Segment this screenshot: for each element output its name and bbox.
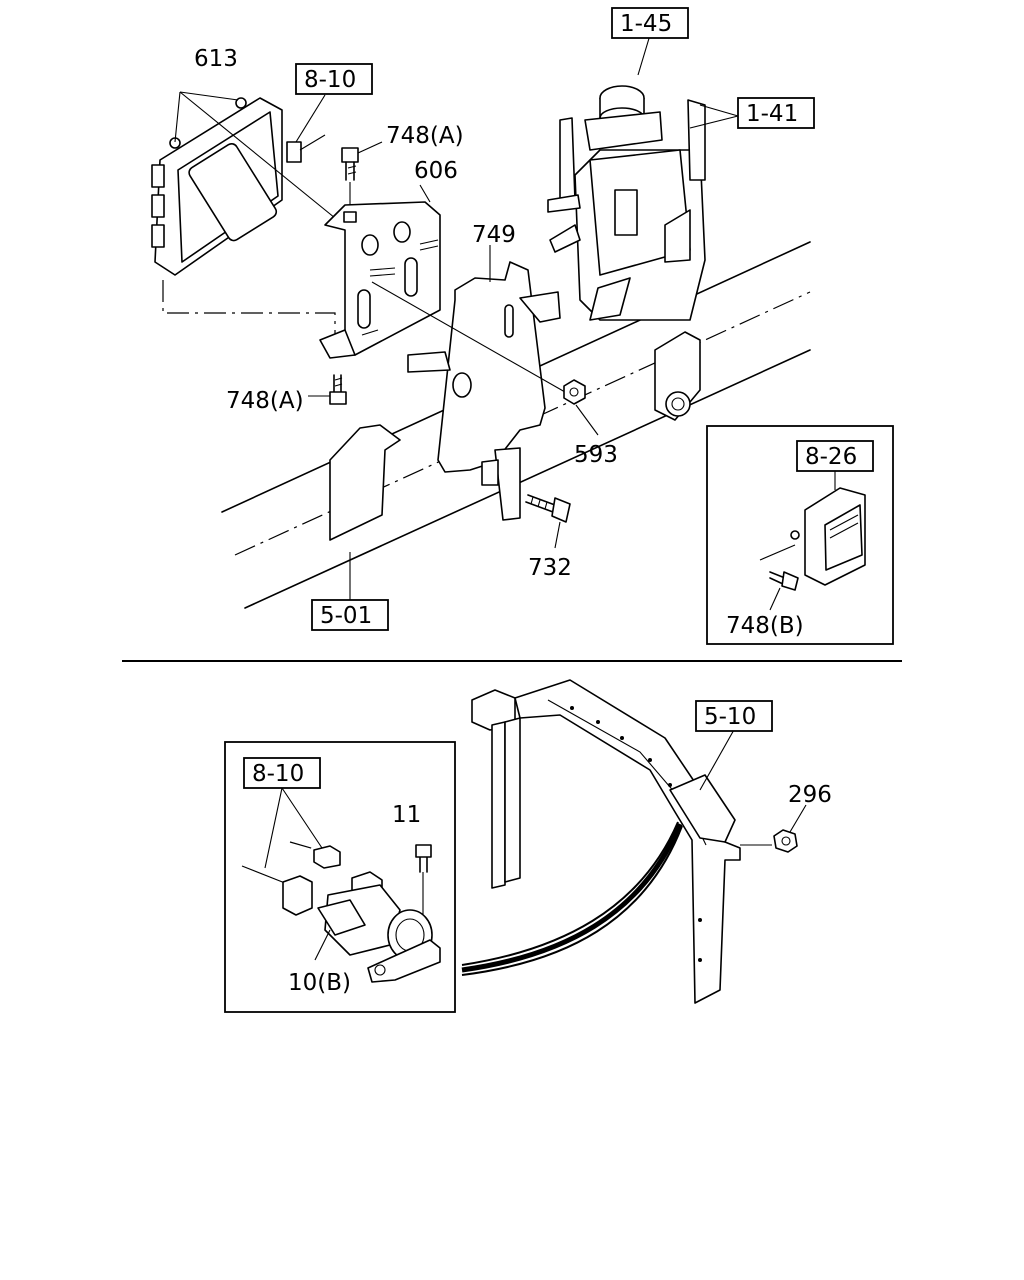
connector-8-10-top [286,94,326,163]
callout-732: 732 [528,555,572,581]
cab-frame-5-10 [471,679,741,1004]
ref-label-1-41: 1-41 [746,101,798,127]
callout-749: 749 [472,222,516,248]
callout-10b: 10(B) [288,970,351,996]
bolt-748a-top [341,141,383,210]
inset-panel-10b: 8-10 11 10(B) [224,741,456,1013]
ref-label-5-01: 5-01 [320,603,372,629]
ref-label-8-10-top: 8-10 [304,67,356,93]
callout-613: 613 [194,46,238,72]
ref-label-1-45: 1-45 [620,11,672,37]
controller-unit-613 [151,91,336,335]
ref-label-5-10: 5-10 [704,704,756,730]
ref-box-5-01[interactable] [311,599,389,631]
inset-panel-8-26: 8-26 748(B) [706,425,894,645]
ref-box-1-41[interactable] [737,97,815,129]
ref-label-8-10-bottom: 8-10 [252,761,304,787]
nut-593 [371,281,599,436]
ref-box-1-45[interactable] [611,7,689,39]
callout-748b: 748(B) [726,613,804,639]
bracket-606 [319,184,441,359]
canister-assembly-1-45 [547,34,739,321]
bolt-732 [525,494,571,549]
ref-box-8-10-top[interactable] [295,63,373,95]
bolt-748a-left [308,374,347,405]
callout-593: 593 [574,442,618,468]
frame-gusset [329,424,401,541]
bracket-749 [407,245,561,521]
callout-748a-left: 748(A) [226,388,304,414]
callout-11: 11 [392,802,421,828]
callout-606: 606 [414,158,458,184]
ref-box-5-10[interactable] [695,700,773,732]
ref-label-8-26: 8-26 [805,444,857,470]
callout-748a-top: 748(A) [386,123,464,149]
frame-mount-right [654,331,701,421]
callout-296: 296 [788,782,832,808]
nut-296 [740,804,807,853]
